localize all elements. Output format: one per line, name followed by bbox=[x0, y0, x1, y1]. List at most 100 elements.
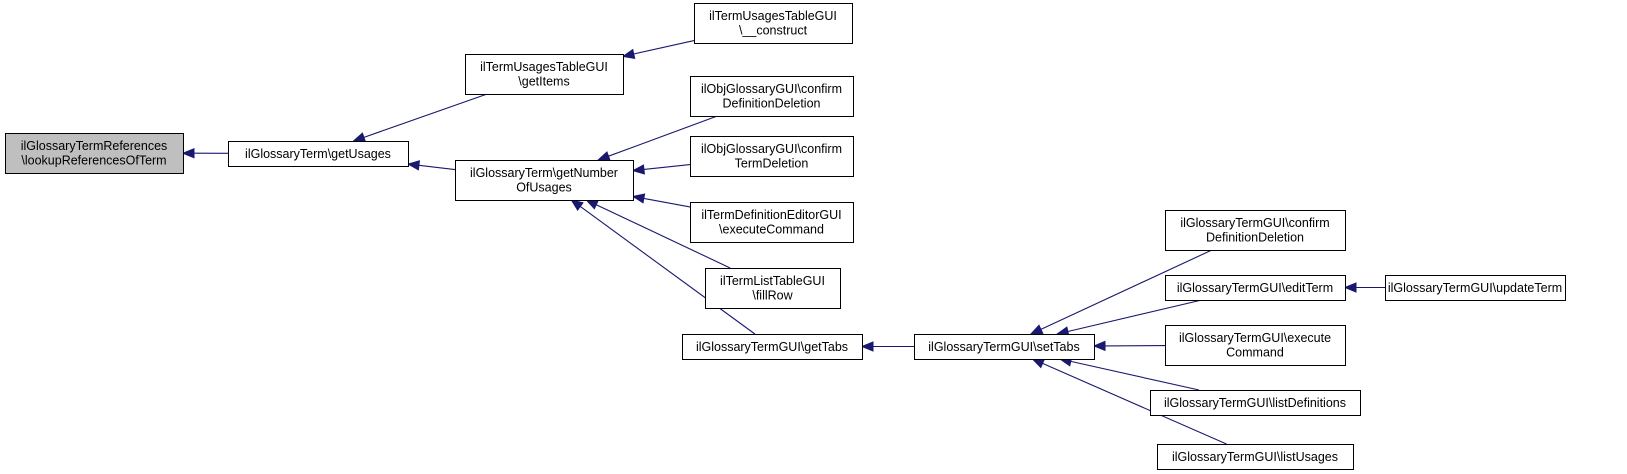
node-gtConfirmDef[interactable]: ilGlossaryTermGUI\confirmDefinitionDelet… bbox=[1165, 210, 1346, 251]
node-utConstruct[interactable]: ilTermUsagesTableGUI\__construct bbox=[694, 3, 853, 44]
node-gtExec[interactable]: ilGlossaryTermGUI\executeCommand bbox=[1165, 325, 1346, 366]
node-label-line: \__construct bbox=[739, 24, 808, 38]
arrow-head-icon bbox=[181, 147, 195, 159]
node-box bbox=[690, 202, 854, 243]
node-label-line: ilGlossaryTermGUI\getTabs bbox=[696, 340, 848, 354]
node-label-line: DefinitionDeletion bbox=[1206, 231, 1304, 245]
arrow-head-icon bbox=[1029, 324, 1044, 335]
node-label-line: \getItems bbox=[518, 75, 569, 89]
node-label-line: OfUsages bbox=[516, 181, 572, 195]
node-tlFillRow[interactable]: ilTermListTableGUI\fillRow bbox=[705, 268, 841, 309]
arrow-head-icon bbox=[406, 160, 421, 171]
arrow-head-icon bbox=[621, 48, 636, 60]
edge-line bbox=[608, 115, 718, 157]
arrow-head-icon bbox=[1031, 358, 1046, 369]
node-label-line: ilTermUsagesTableGUI bbox=[480, 60, 608, 74]
node-label-line: \executeCommand bbox=[719, 223, 824, 237]
node-label-line: ilTermListTableGUI bbox=[720, 274, 825, 288]
node-label-line: \fillRow bbox=[752, 289, 793, 303]
edge-gtUpdateTerm-to-gtEditTerm bbox=[1343, 282, 1385, 293]
node-box bbox=[1165, 325, 1346, 366]
node-label-line: ilGlossaryTermGUI\confirm bbox=[1180, 216, 1329, 230]
node-box bbox=[694, 3, 853, 44]
node-getUsages[interactable]: ilGlossaryTerm\getUsages bbox=[228, 141, 409, 167]
node-label-line: ilTermDefinitionEditorGUI bbox=[701, 208, 841, 222]
node-label-line: DefinitionDeletion bbox=[723, 97, 821, 111]
arrow-head-icon bbox=[1092, 340, 1106, 352]
arrow-head-icon bbox=[596, 151, 611, 161]
node-box bbox=[5, 133, 184, 174]
node-label-line: TermDeletion bbox=[735, 157, 809, 171]
arrow-head-icon bbox=[631, 164, 645, 175]
node-label-line: ilGlossaryTermGUI\execute bbox=[1179, 331, 1331, 345]
edge-getNumUsages-to-getUsages bbox=[406, 160, 456, 171]
node-box bbox=[705, 268, 841, 309]
edge-line bbox=[363, 93, 488, 138]
node-label-line: ilGlossaryTerm\getUsages bbox=[245, 147, 391, 161]
edge-line bbox=[1040, 249, 1213, 330]
edge-ogConfirmTerm-to-getNumUsages bbox=[631, 164, 691, 175]
node-box bbox=[465, 54, 624, 95]
node-box bbox=[682, 334, 863, 360]
node-label-line: ilGlossaryTermGUI\editTerm bbox=[1177, 281, 1333, 295]
node-box bbox=[228, 141, 409, 167]
edge-gtConfirmDef-to-gtSetTabs bbox=[1029, 249, 1213, 335]
edge-line bbox=[579, 206, 756, 335]
edge-line bbox=[596, 204, 731, 269]
node-box bbox=[1150, 390, 1361, 416]
edge-gtExec-to-gtSetTabs bbox=[1092, 340, 1166, 352]
node-label-line: ilGlossaryTermGUI\listUsages bbox=[1172, 450, 1338, 464]
node-gtUpdateTerm[interactable]: ilGlossaryTermGUI\updateTerm bbox=[1385, 275, 1566, 301]
node-box bbox=[1385, 275, 1566, 301]
edge-line bbox=[1067, 299, 1202, 333]
edge-tdExec-to-getNumUsages bbox=[631, 193, 691, 208]
arrow-head-icon bbox=[585, 199, 599, 210]
node-ogConfirmDef[interactable]: ilObjGlossaryGUI\confirmDefinitionDeleti… bbox=[690, 76, 854, 117]
node-utGetItems[interactable]: ilTermUsagesTableGUI\getItems bbox=[465, 54, 624, 95]
node-box bbox=[1165, 275, 1346, 301]
arrow-head-icon bbox=[860, 341, 874, 352]
node-box bbox=[455, 160, 634, 201]
arrow-head-icon bbox=[631, 193, 646, 204]
edge-gtSetTabs-to-gtGetTabs bbox=[860, 341, 914, 352]
node-box bbox=[1157, 444, 1354, 470]
node-label-line: ilObjGlossaryGUI\confirm bbox=[701, 142, 842, 156]
edge-line bbox=[1042, 362, 1227, 445]
node-label-line: ilGlossaryTermGUI\updateTerm bbox=[1388, 281, 1562, 295]
node-box bbox=[914, 334, 1095, 360]
node-gtSetTabs[interactable]: ilGlossaryTermGUI\setTabs bbox=[914, 334, 1095, 360]
node-gtEditTerm[interactable]: ilGlossaryTermGUI\editTerm bbox=[1165, 275, 1346, 301]
node-label-line: ilTermUsagesTableGUI bbox=[709, 9, 837, 23]
nodes-layer: ilGlossaryTermReferences\lookupReference… bbox=[5, 3, 1566, 470]
edge-line bbox=[643, 197, 691, 208]
arrow-head-icon bbox=[1343, 282, 1357, 293]
node-box bbox=[1165, 210, 1346, 251]
edge-utConstruct-to-utGetItems bbox=[621, 40, 695, 60]
node-lookup[interactable]: ilGlossaryTermReferences\lookupReference… bbox=[5, 133, 184, 174]
arrow-head-icon bbox=[352, 132, 367, 143]
node-gtListDefs[interactable]: ilGlossaryTermGUI\listDefinitions bbox=[1150, 390, 1361, 416]
arrow-head-icon bbox=[570, 199, 584, 212]
edge-getUsages-to-lookup bbox=[181, 147, 229, 159]
edge-line bbox=[643, 164, 691, 171]
edge-gtListUsages-to-gtSetTabs bbox=[1031, 358, 1227, 445]
node-label-line: ilGlossaryTerm\getNumber bbox=[470, 166, 618, 180]
node-box bbox=[690, 76, 854, 117]
node-label-line: ilObjGlossaryGUI\confirm bbox=[701, 82, 842, 96]
node-label-line: ilGlossaryTermReferences bbox=[21, 139, 168, 153]
node-gtGetTabs[interactable]: ilGlossaryTermGUI\getTabs bbox=[682, 334, 863, 360]
edge-line bbox=[633, 40, 695, 55]
node-label-line: ilGlossaryTermGUI\setTabs bbox=[928, 340, 1079, 354]
node-label-line: ilGlossaryTermGUI\listDefinitions bbox=[1164, 396, 1346, 410]
edge-utGetItems-to-getUsages bbox=[352, 93, 488, 143]
edge-gtEditTerm-to-gtSetTabs bbox=[1055, 299, 1202, 337]
node-gtListUsages[interactable]: ilGlossaryTermGUI\listUsages bbox=[1157, 444, 1354, 470]
edges-layer bbox=[181, 40, 1385, 445]
edge-line bbox=[418, 164, 456, 171]
node-tdExec[interactable]: ilTermDefinitionEditorGUI\executeCommand bbox=[690, 202, 854, 243]
edge-gtGetTabs-to-getNumUsages bbox=[570, 199, 756, 335]
edge-line bbox=[1070, 360, 1200, 391]
